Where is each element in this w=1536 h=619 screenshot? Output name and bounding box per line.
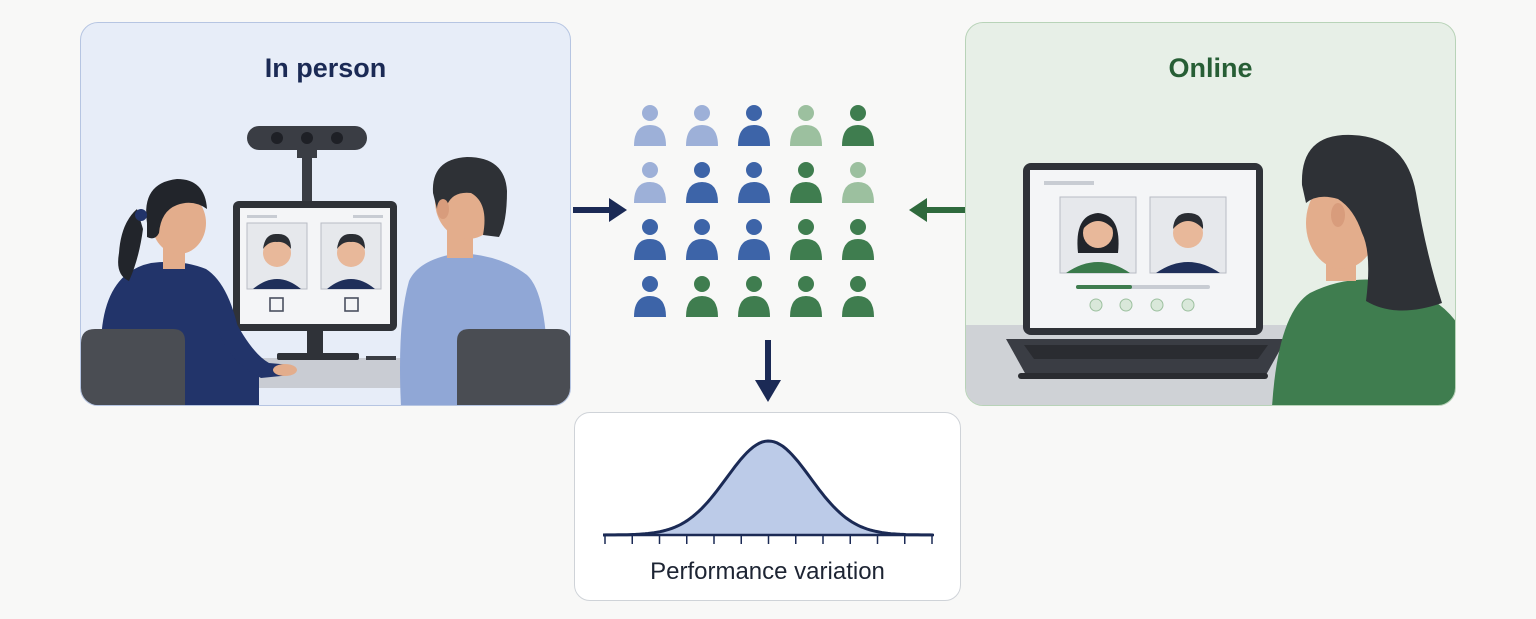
- in-person-illustration: [81, 126, 570, 405]
- person-icon: [790, 105, 822, 146]
- person-icon: [686, 219, 718, 260]
- person-icon: [634, 105, 666, 146]
- person-icon: [686, 162, 718, 203]
- laptop: [1006, 163, 1286, 379]
- checkbox-icon: [344, 297, 359, 312]
- monitor: [233, 201, 397, 360]
- person-icon: [686, 276, 718, 317]
- person-icon: [738, 219, 770, 260]
- face-photo-icon: [1066, 213, 1130, 273]
- online-panel: Online: [965, 22, 1456, 406]
- person-icon: [738, 162, 770, 203]
- person-icon: [842, 219, 874, 260]
- person-icon: [738, 276, 770, 317]
- distribution-curve: [603, 439, 934, 544]
- performance-label: Performance variation: [650, 558, 885, 585]
- participant-woman: [1272, 134, 1455, 405]
- face-photo-icon: [253, 233, 301, 289]
- arrow-right-icon: [573, 198, 627, 222]
- person-icon: [790, 219, 822, 260]
- person-icon: [738, 105, 770, 146]
- person-icon: [842, 276, 874, 317]
- performance-box: Performance variation: [574, 412, 961, 601]
- person-icon: [790, 162, 822, 203]
- checkbox-icon: [269, 297, 284, 312]
- person-icon: [790, 276, 822, 317]
- chair: [81, 329, 185, 405]
- curve-line: [603, 439, 934, 537]
- person-icon: [634, 219, 666, 260]
- online-illustration: [966, 134, 1455, 405]
- person-icon: [686, 105, 718, 146]
- person-icon: [842, 162, 874, 203]
- person-icon: [842, 105, 874, 146]
- arrow-down-icon: [755, 340, 781, 402]
- arrow-left-icon: [909, 198, 965, 222]
- in-person-title: In person: [264, 53, 387, 83]
- face-photo-icon: [327, 233, 375, 289]
- participant-grid: [634, 105, 874, 317]
- face-photo-icon: [1156, 213, 1220, 273]
- person-icon: [634, 162, 666, 203]
- eye-tracker-icon: [247, 126, 367, 203]
- online-title: Online: [1168, 53, 1253, 83]
- person-icon: [634, 276, 666, 317]
- curve-area: [603, 441, 934, 535]
- in-person-panel: In person: [80, 22, 571, 406]
- chair: [457, 329, 570, 405]
